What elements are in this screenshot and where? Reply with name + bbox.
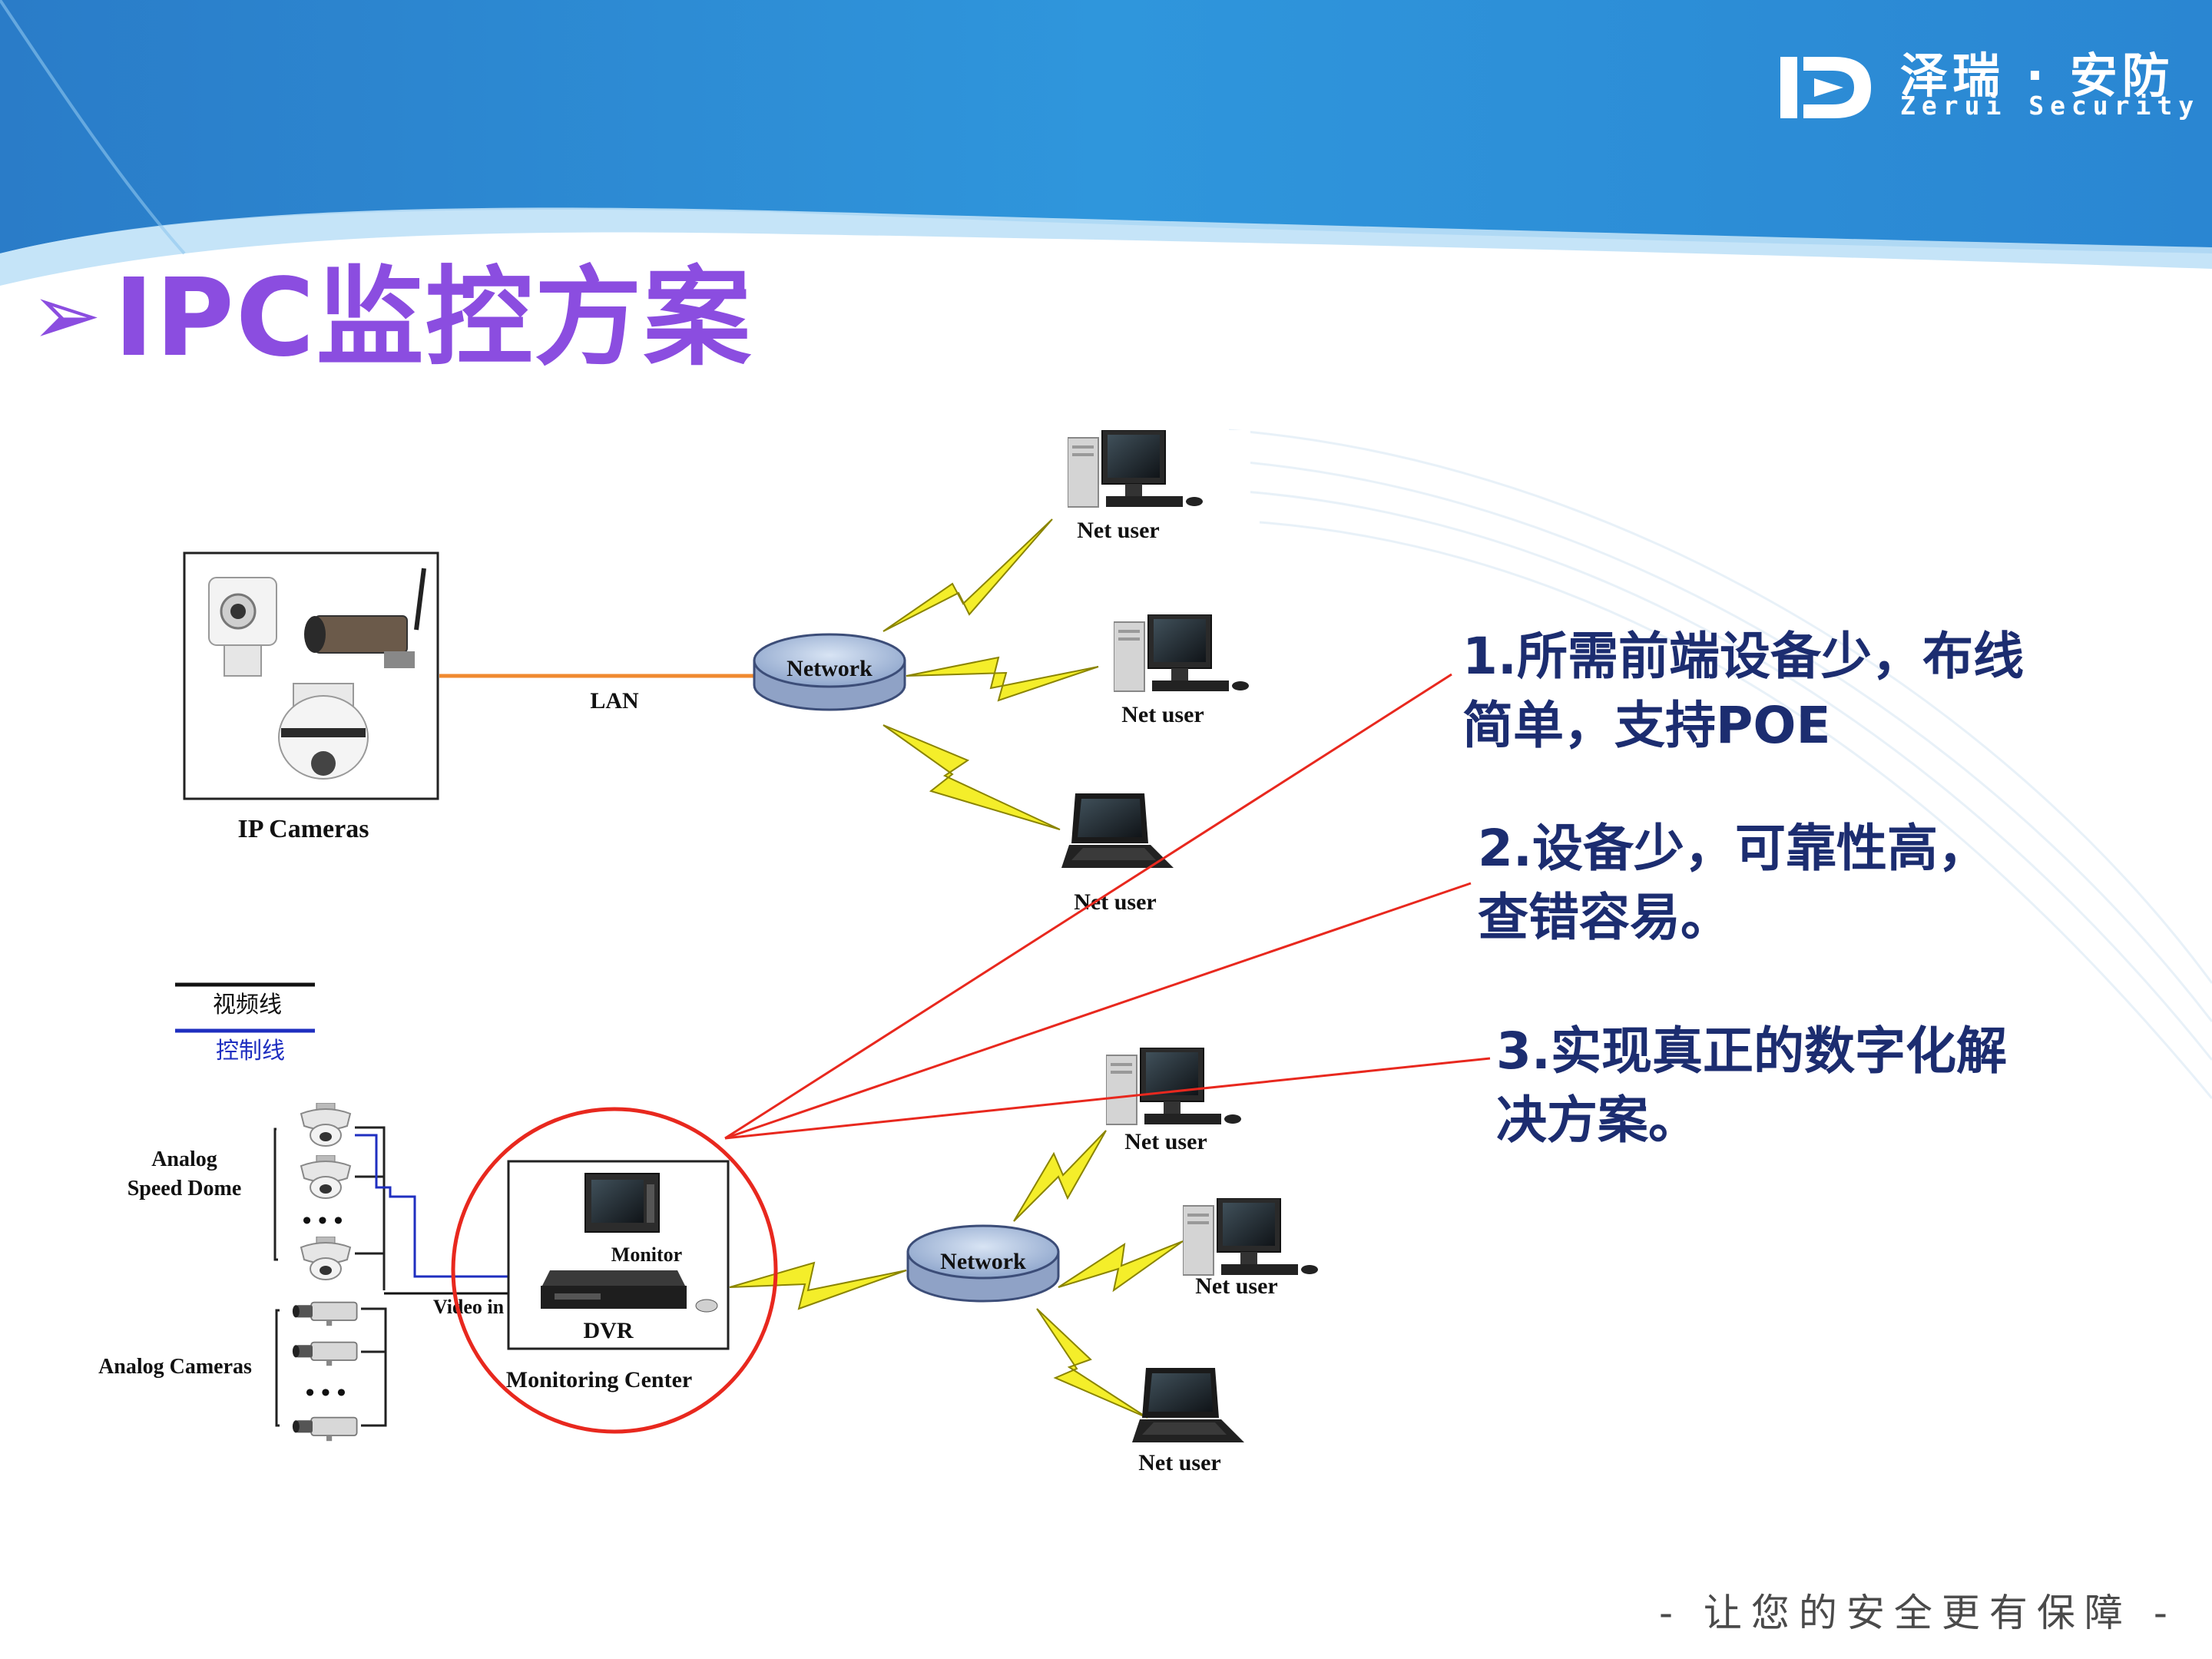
bullet-arrow-icon: ➢ [31, 266, 104, 364]
note-3-line1: 3.实现真正的数字化解 [1496, 1022, 2007, 1081]
brand-logo-icon [1780, 57, 1871, 118]
note-2-line1: 2.设备少，可靠性高， [1478, 819, 1988, 878]
analog-cameras-label: Analog Cameras [98, 1355, 252, 1379]
desktop-computer-icon [1183, 1198, 1319, 1276]
note-3-line2: 决方案。 [1496, 1091, 1699, 1150]
callout-line-2 [724, 882, 1472, 1140]
dvr-icon [541, 1270, 718, 1313]
network-label: Network [940, 1249, 1026, 1274]
net-user-label: Net user [1077, 518, 1159, 543]
ellipsis-label: • • • [306, 1379, 346, 1407]
analog-cameras-bracket [275, 1309, 280, 1427]
speed-dome-icon [300, 1103, 351, 1147]
ptz-dome-camera-icon [278, 683, 369, 780]
lightning-bolt-icon [1036, 1308, 1148, 1419]
background-swoosh [1228, 429, 2212, 1099]
header-arc [0, 0, 186, 255]
cube-camera-icon [208, 577, 277, 677]
net-user-label: Net user [1121, 702, 1204, 727]
net-user-label: Net user [1138, 1450, 1220, 1475]
net-user-label: Net user [1195, 1273, 1277, 1299]
speed-dome-label: Analog [151, 1147, 217, 1171]
lightning-bolt-icon [906, 656, 1099, 702]
page-title-text: IPC监控方案 [114, 256, 753, 381]
brand-name-en: Zerui Security [1900, 91, 2200, 121]
legend-video-label: 视频线 [213, 992, 282, 1018]
header-wave [0, 207, 2212, 286]
monitoring-center-label: Monitoring Center [506, 1367, 692, 1392]
ellipsis-label: • • • [303, 1207, 343, 1235]
header-band [0, 0, 2212, 253]
speed-dome-icon [300, 1155, 351, 1199]
speed-dome-video-bus [355, 1126, 386, 1290]
speed-dome-bracket [273, 1128, 278, 1261]
callout-line-3 [724, 1057, 1491, 1140]
dvr-label: DVR [584, 1318, 634, 1343]
ip-cameras-label: IP Cameras [238, 815, 369, 843]
note-3: 3.实现真正的数字化解 决方案。 [1496, 1017, 2007, 1155]
callout-line-1 [724, 673, 1452, 1140]
analog-camera-icon [292, 1341, 358, 1367]
analog-camera-icon [292, 1416, 358, 1442]
page-title: ➢IPC监控方案 [31, 265, 753, 373]
lightning-bolt-icon [882, 518, 1053, 632]
net-user-label: Net user [1074, 889, 1156, 915]
network-label: Network [786, 656, 873, 681]
lightning-bolt-icon [882, 724, 1061, 830]
laptop-icon [1132, 1368, 1244, 1442]
note-1-line2: 简单，支持POE [1462, 696, 1831, 755]
monitor-label: Monitor [611, 1243, 682, 1266]
control-line [355, 1134, 547, 1278]
callout-circle [451, 1107, 778, 1434]
analog-cameras-bus [361, 1307, 387, 1427]
bullet-camera-icon [304, 568, 426, 668]
video-in-label: Video in [433, 1296, 505, 1318]
note-1: 1.所需前端设备少，布线 简单，支持POE [1462, 622, 2024, 760]
lan-label: LAN [590, 688, 639, 714]
lightning-bolt-icon [1058, 1240, 1184, 1293]
lightning-bolt-icon [729, 1261, 907, 1310]
monitor-icon [584, 1173, 660, 1233]
footer-slogan: - 让您的安全更有保障 - [1659, 1591, 2177, 1635]
speed-dome-label: Speed Dome [127, 1177, 242, 1200]
note-2: 2.设备少，可靠性高， 查错容易。 [1478, 814, 1988, 952]
speed-dome-icon [300, 1237, 351, 1280]
note-1-line1: 1.所需前端设备少，布线 [1462, 627, 2024, 686]
analog-camera-icon [292, 1301, 358, 1327]
legend-control-label: 控制线 [216, 1038, 285, 1064]
lightning-bolt-icon [1013, 1130, 1107, 1222]
note-2-line2: 查错容易。 [1478, 888, 1731, 947]
brand-name-cn: 泽瑞 · 安防 [1900, 48, 2174, 104]
net-user-label: Net user [1124, 1129, 1207, 1154]
